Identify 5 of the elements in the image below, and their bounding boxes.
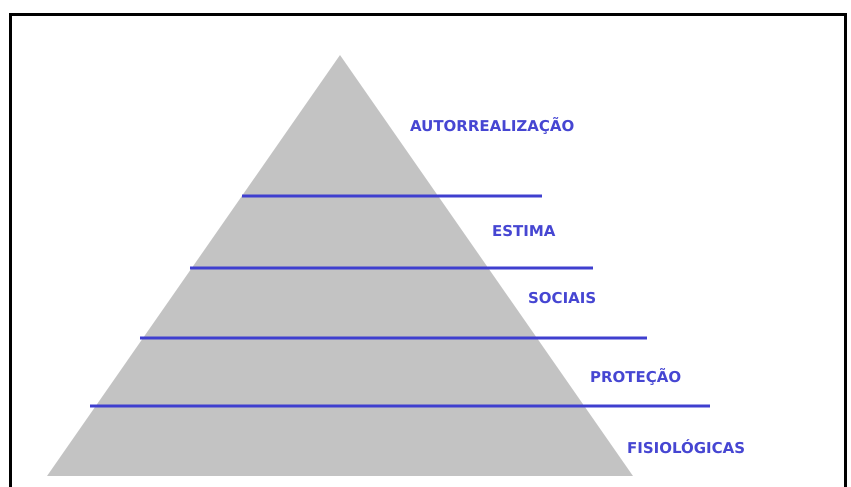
level-label: AUTORREALIZAÇÃO xyxy=(410,117,574,135)
level-label: PROTEÇÃO xyxy=(590,368,682,386)
level-label: SOCIAIS xyxy=(528,289,596,307)
level-label: ESTIMA xyxy=(492,222,556,240)
level-label: FISIOLÓGICAS xyxy=(627,439,746,457)
